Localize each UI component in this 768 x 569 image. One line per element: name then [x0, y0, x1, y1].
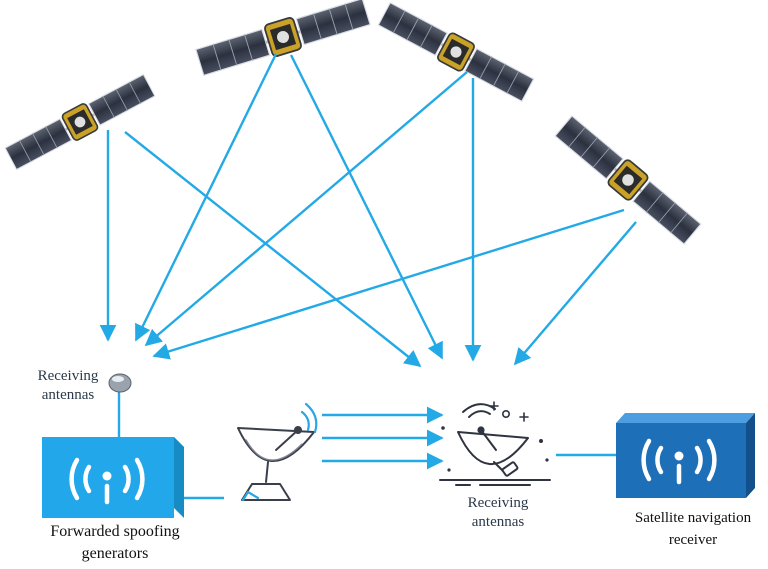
- satellite-4: [551, 112, 705, 248]
- wifi-signal-icon: [69, 457, 145, 505]
- satellite-receiver-label: Satellite navigation receiver: [634, 510, 752, 548]
- receiving-antennas-center-label: Receiving antennas: [467, 495, 529, 530]
- signal-arrow: [124, 131, 422, 368]
- wifi-signal-icon: [641, 438, 717, 485]
- spoofer-box: [42, 437, 184, 518]
- dish-antenna-icon: [237, 402, 318, 502]
- satellite-2: [193, 0, 373, 80]
- satellite-icon: [551, 112, 705, 248]
- signal-arrow: [289, 54, 444, 360]
- satellite-icon: [2, 70, 158, 174]
- satellite-3: [375, 0, 537, 106]
- receiving-antennas-left-label: Receiving antennas: [37, 368, 99, 403]
- signal-arrow: [152, 208, 625, 360]
- connectors: [117, 392, 622, 500]
- satellite-icon: [375, 0, 537, 106]
- receiving-dish-icon: [439, 401, 551, 486]
- antenna-node-icon: [108, 373, 132, 393]
- signal-arrow: [513, 221, 637, 366]
- satellite-icon: [193, 0, 373, 80]
- signal-arrow: [134, 53, 278, 342]
- receiver-box: [616, 413, 755, 498]
- forwarded-spoofing-label: Forwarded spoofing generators: [50, 523, 180, 562]
- signal-arrow: [144, 71, 468, 347]
- satellite-1: [2, 70, 158, 174]
- signal-arrows: [99, 53, 637, 470]
